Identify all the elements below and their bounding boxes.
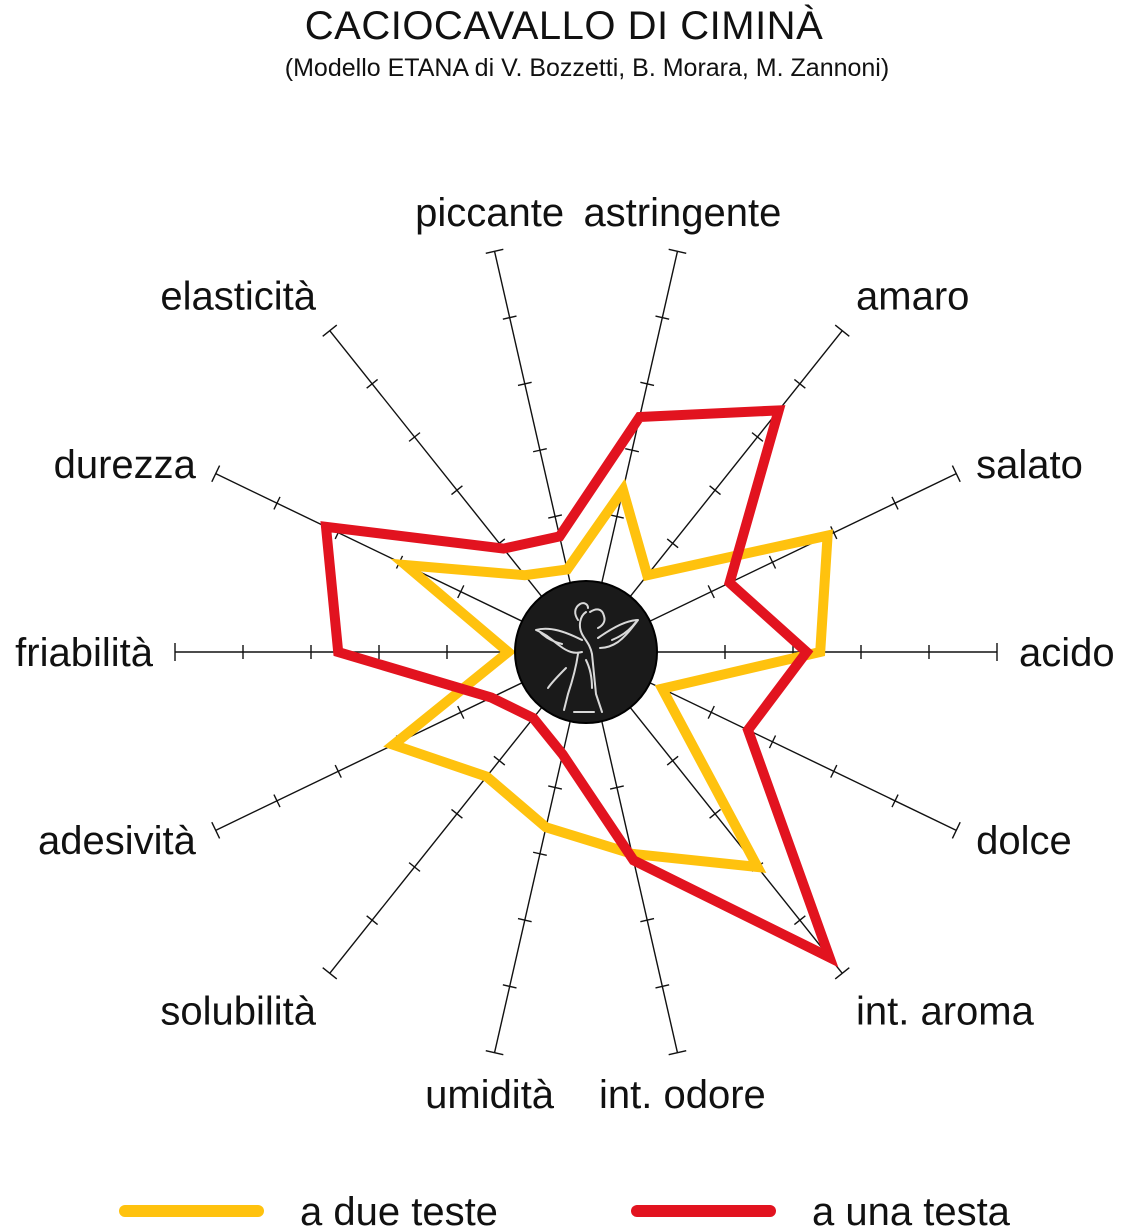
axis-label-int-odore: int. odore <box>599 1073 766 1117</box>
axis-tick-adesivita <box>211 821 221 839</box>
axis-tick-elasticita <box>322 324 338 337</box>
axis-label-adesivita: adesività <box>38 819 197 863</box>
axis-tick-piccante <box>485 248 504 254</box>
axis-tick-int-odore <box>655 984 670 989</box>
axis-tick-piccante <box>548 514 563 519</box>
axis-tick-salato <box>830 526 838 540</box>
axis-tick-piccante <box>502 315 517 320</box>
axis-tick-int-odore <box>640 917 655 923</box>
axis-tick-astringente <box>668 248 687 254</box>
axis-label-durezza: durezza <box>54 443 197 487</box>
axis-tick-umidita <box>517 917 532 923</box>
axis-tick-umidita <box>548 785 563 790</box>
axis-label-acido: acido <box>1019 631 1115 675</box>
axis-tick-solubilita <box>322 967 338 980</box>
axis-tick-salato <box>891 496 899 510</box>
axis-tick-solubilita <box>408 862 421 872</box>
axis-tick-int-aroma <box>834 967 850 980</box>
axis-tick-dolce <box>707 705 715 719</box>
axis-tick-solubilita <box>493 755 506 766</box>
axis-tick-amaro <box>793 378 806 389</box>
axis-tick-umidita <box>532 851 547 857</box>
axis-tick-adesivita <box>457 705 465 719</box>
axis-tick-amaro <box>709 485 721 496</box>
axis-tick-astringente <box>609 514 624 519</box>
axis-tick-dolce <box>951 821 961 839</box>
axis-tick-solubilita <box>366 915 379 926</box>
axis-tick-adesivita <box>334 764 342 778</box>
axis-label-friabilita: friabilità <box>15 631 154 675</box>
chart-subtitle: (Modello ETANA di V. Bozzetti, B. Morara… <box>284 54 890 82</box>
axis-tick-salato <box>951 465 961 483</box>
axis-tick-umidita <box>502 984 517 989</box>
legend-label-a-una-testa: a una testa <box>812 1190 1011 1227</box>
axis-tick-umidita <box>485 1050 504 1056</box>
axis-label-solubilita: solubilità <box>160 990 316 1034</box>
axis-tick-piccante <box>532 447 547 453</box>
center-emblem <box>514 580 658 724</box>
axis-label-salato: salato <box>976 443 1083 487</box>
axis-tick-int-odore <box>668 1050 687 1056</box>
legend: a due teste a una testa <box>119 1190 1011 1227</box>
axis-labels: acido salato amaro astringente piccante elast… <box>15 191 1114 1117</box>
axis-label-dolce: dolce <box>976 819 1072 863</box>
axis-label-amaro: amaro <box>856 275 969 319</box>
axis-label-elasticita: elasticità <box>160 275 316 319</box>
axis-tick-elasticita <box>366 378 379 389</box>
axis-tick-amaro <box>666 538 679 549</box>
axis-tick-astringente <box>625 447 640 453</box>
axis-tick-durezza <box>457 585 465 599</box>
axis-tick-int-aroma <box>666 755 679 766</box>
axis-tick-dolce <box>891 794 899 808</box>
axis-label-int-aroma: int. aroma <box>856 990 1035 1034</box>
axis-label-astringente: astringente <box>583 191 781 235</box>
series-line-a-una-testa <box>320 405 839 968</box>
axis-tick-astringente <box>640 381 655 387</box>
axis-tick-salato <box>707 585 715 599</box>
axis-tick-dolce <box>830 764 838 778</box>
axis-tick-int-aroma <box>793 915 806 926</box>
axis-tick-elasticita <box>408 432 421 442</box>
axis-tick-solubilita <box>451 808 463 819</box>
axis-tick-durezza <box>273 496 281 510</box>
axis-tick-elasticita <box>451 485 463 496</box>
axis-tick-amaro <box>751 432 764 442</box>
axis-tick-int-odore <box>609 785 624 790</box>
legend-label-a-due-teste: a due teste <box>300 1190 498 1227</box>
axis-tick-astringente <box>655 315 670 320</box>
chart-title: CACIOCAVALLO DI CIMINÀ <box>304 4 824 48</box>
axis-tick-piccante <box>517 381 532 387</box>
axis-tick-dolce <box>768 735 777 749</box>
winged-figure-icon <box>535 602 639 713</box>
axis-label-piccante: piccante <box>415 191 564 235</box>
series-layer <box>320 405 839 968</box>
axis-tick-amaro <box>834 324 850 337</box>
axis-tick-adesivita <box>273 794 281 808</box>
axis-label-umidita: umidità <box>425 1073 555 1117</box>
axis-tick-durezza <box>211 465 221 483</box>
axis-tick-int-aroma <box>709 808 721 819</box>
axis-tick-salato <box>768 555 777 569</box>
series-line-a-due-teste <box>383 478 834 873</box>
